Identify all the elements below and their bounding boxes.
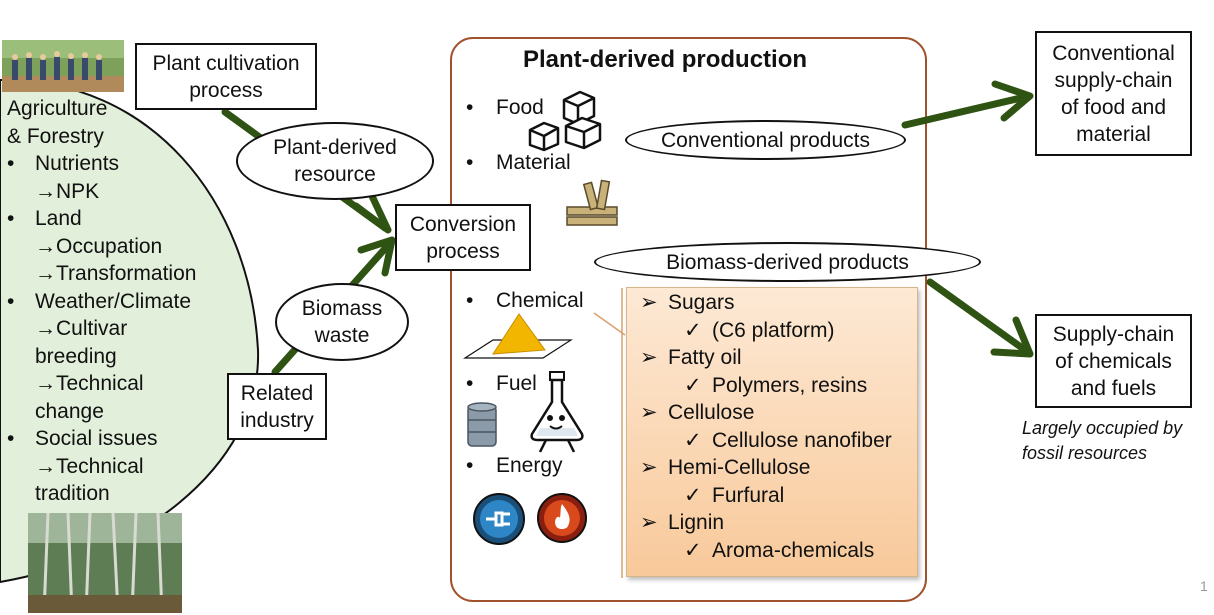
item-material: •Material bbox=[466, 151, 571, 174]
chemical-products-list: ➢ Sugars ✓ (C6 platform) ➢ Fatty oil ✓ Polym… bbox=[640, 289, 892, 564]
wood-lumber-icon bbox=[566, 179, 618, 226]
bullet: • bbox=[7, 427, 15, 450]
chemical-connector bbox=[593, 312, 626, 336]
sub-cultivar: →Cultivar bbox=[35, 317, 128, 340]
sub-change: change bbox=[35, 399, 104, 423]
flame-icon bbox=[537, 493, 587, 543]
item-social: Social issues bbox=[35, 427, 158, 450]
arrowhead-4 bbox=[990, 316, 1034, 358]
sub-transformation: →Transformation bbox=[35, 262, 197, 285]
item-nutrients: Nutrients bbox=[35, 152, 120, 175]
sub-aroma: Aroma-chemicals bbox=[712, 538, 875, 562]
forest-photo bbox=[28, 513, 182, 613]
sub-npk: →NPK bbox=[35, 179, 100, 203]
sub-technical-2: →Technical bbox=[35, 454, 144, 478]
fossil-note: Largely occupied by fossil resources bbox=[1022, 418, 1183, 463]
check-icon: ✓ bbox=[684, 428, 702, 452]
item-energy: •Energy bbox=[466, 454, 563, 477]
arrowhead-2 bbox=[357, 236, 396, 277]
arrow-to-conventional-supply bbox=[901, 93, 1029, 129]
agriculture-list: Agriculture & Forestry • Nutrients →NPK •… bbox=[7, 95, 196, 508]
bullet: • bbox=[7, 152, 15, 175]
forestry-title: & Forestry bbox=[7, 124, 104, 148]
item-food: •Food bbox=[466, 96, 544, 119]
check-icon: ✓ bbox=[684, 373, 702, 397]
item-cellulose: Cellulose bbox=[668, 401, 755, 424]
bullet: • bbox=[7, 207, 15, 230]
item-lignin: Lignin bbox=[668, 511, 725, 534]
arrow-bullet-icon: ➢ bbox=[640, 511, 658, 534]
biomass-products-oval: Biomass-derived products bbox=[594, 242, 981, 282]
check-icon: ✓ bbox=[684, 538, 702, 562]
sub-furfural: Furfural bbox=[712, 483, 785, 507]
arrow-to-chemical-supply bbox=[926, 278, 1029, 354]
item-weather: Weather/Climate bbox=[35, 289, 192, 313]
bullet: • bbox=[7, 289, 15, 313]
arrow-bullet-icon: ➢ bbox=[640, 456, 658, 479]
electric-plug-icon bbox=[473, 493, 525, 545]
sub-c6: (C6 platform) bbox=[712, 318, 835, 342]
sub-technical: →Technical bbox=[35, 372, 144, 395]
chemical-products-box bbox=[626, 287, 918, 577]
sub-tradition: tradition bbox=[35, 482, 110, 505]
arrowhead-3 bbox=[991, 80, 1034, 122]
pyramid-icon bbox=[463, 313, 573, 359]
sub-occupation: →Occupation bbox=[35, 234, 163, 258]
arrow-bullet-icon: ➢ bbox=[640, 346, 658, 369]
arrow-bullet-icon: ➢ bbox=[640, 291, 658, 314]
sub-polymers: Polymers, resins bbox=[712, 373, 868, 397]
arrowhead-1 bbox=[352, 192, 392, 234]
item-sugars: Sugars bbox=[668, 291, 735, 314]
item-chemical: •Chemical bbox=[466, 289, 584, 312]
page-number: 1 bbox=[1200, 578, 1208, 594]
production-title: Plant-derived production bbox=[523, 46, 808, 73]
item-land: Land bbox=[35, 207, 82, 230]
conventional-products-oval: Conventional products bbox=[625, 120, 906, 160]
sugar-cubes-icon bbox=[528, 90, 602, 152]
agriculture-title: Agriculture bbox=[7, 97, 108, 120]
people-field-photo bbox=[2, 40, 124, 92]
check-icon: ✓ bbox=[684, 483, 702, 507]
item-fuel: •Fuel bbox=[466, 372, 537, 395]
check-icon: ✓ bbox=[684, 318, 702, 342]
sub-breeding: breeding bbox=[35, 344, 117, 368]
item-hemicellulose: Hemi-Cellulose bbox=[668, 456, 811, 479]
oil-drum-icon bbox=[467, 402, 497, 447]
sub-nanofiber: Cellulose nanofiber bbox=[712, 428, 892, 452]
item-fatty-oil: Fatty oil bbox=[668, 346, 742, 369]
arrow-bullet-icon: ➢ bbox=[640, 401, 658, 424]
flask-character-icon bbox=[530, 371, 584, 453]
